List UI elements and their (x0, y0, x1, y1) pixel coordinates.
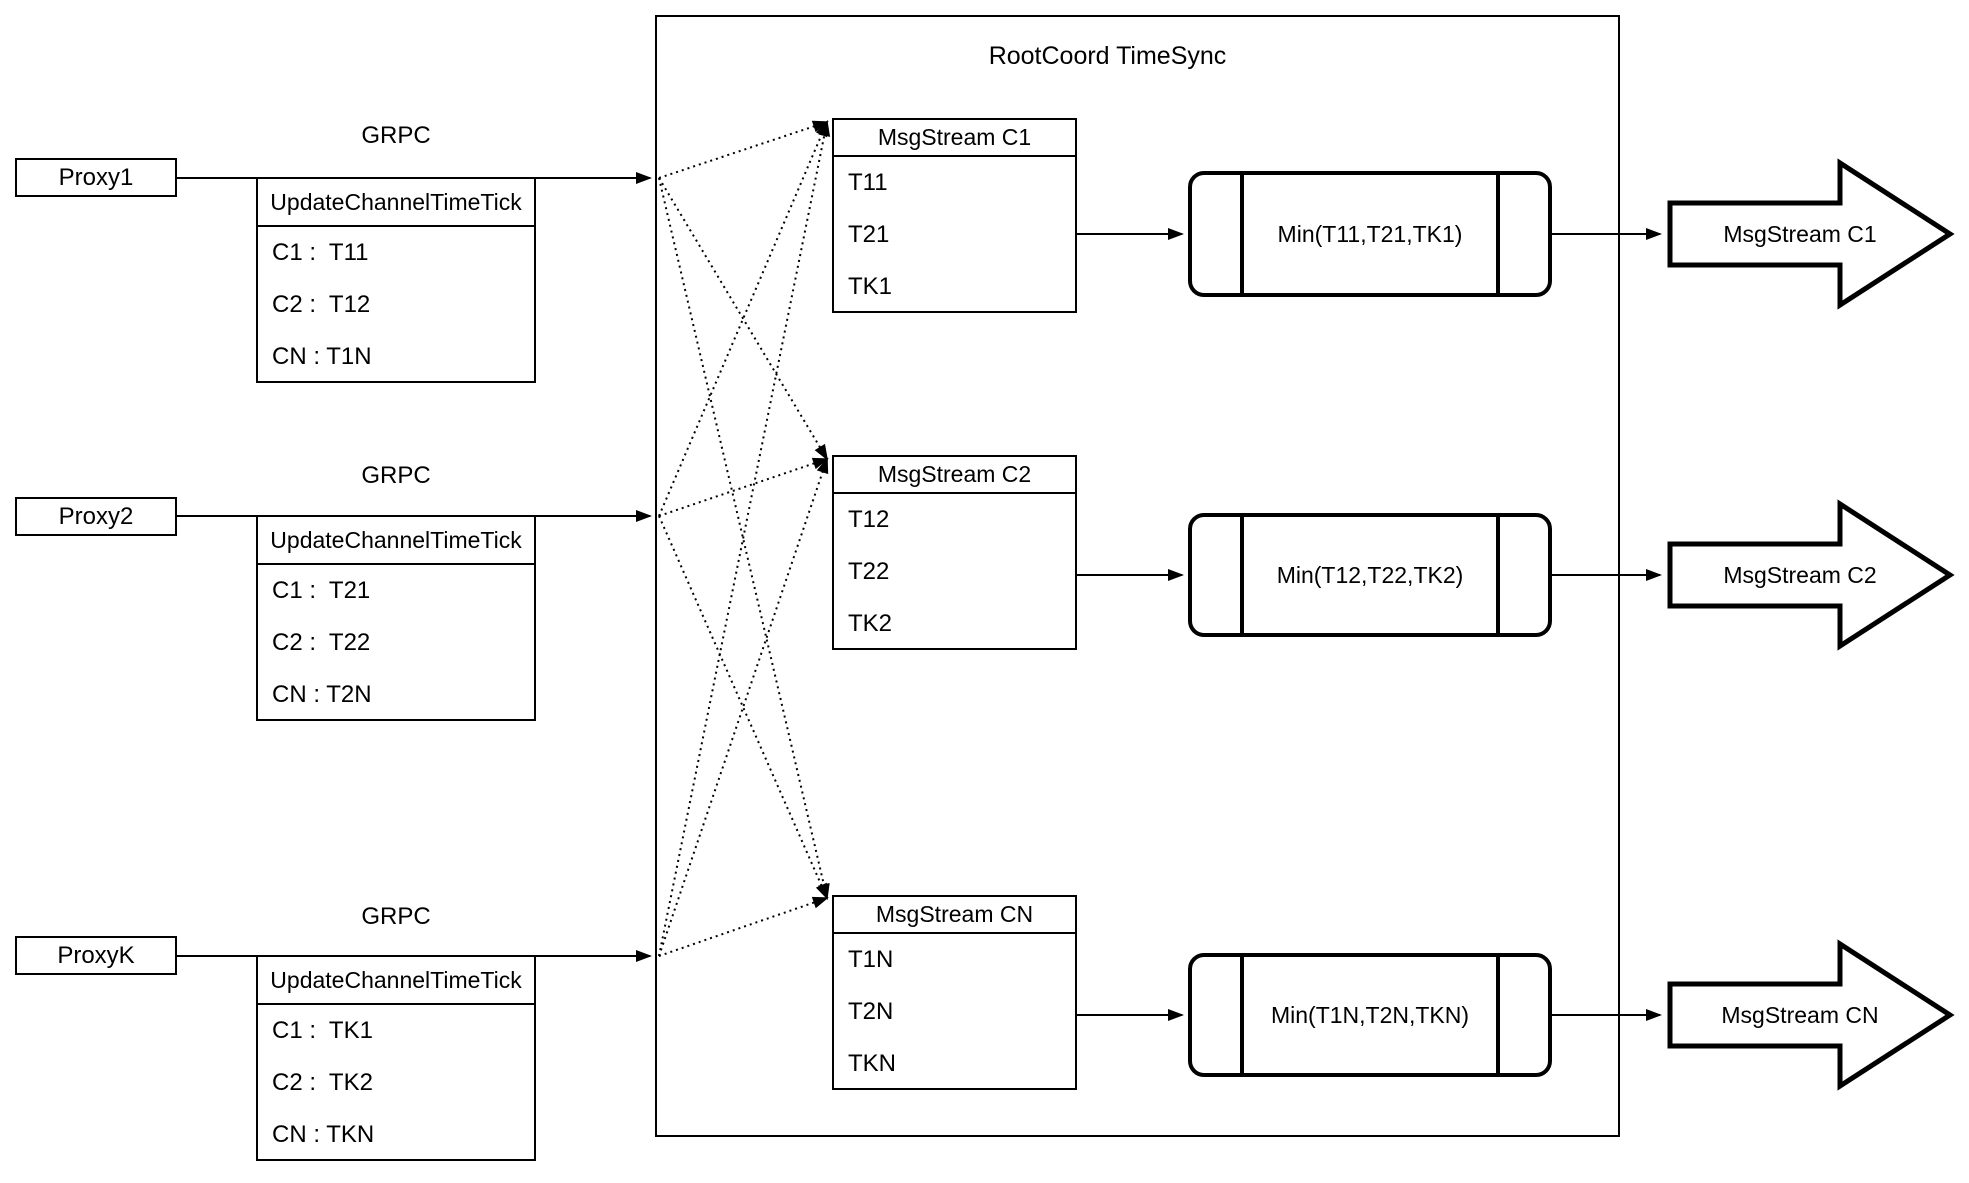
msgstream-output-label: MsgStream C2 (1723, 561, 1877, 588)
table-row: T21 (848, 221, 890, 248)
table-row: TK2 (848, 610, 893, 637)
proxy-box: ProxyK (15, 936, 177, 975)
timetick-fanout-line (658, 120, 831, 957)
msgstream-table: MsgStream C2 T12 T22 TK2 (832, 455, 1077, 650)
table-row: T1N (848, 946, 894, 973)
msgstream-table: MsgStream C1 T11 T21 TK1 (832, 118, 1077, 313)
table-row: T12 (848, 506, 890, 533)
grpc-label: GRPC (361, 122, 431, 149)
table-row: C2 : TK2 (272, 1069, 373, 1096)
msgstream-output-label: MsgStream CN (1721, 1001, 1879, 1028)
proxy-box: Proxy1 (15, 158, 177, 197)
timetick-fanout-line (658, 515, 828, 900)
min-function-label: Min(T11,T21,TK1) (1277, 220, 1463, 247)
msgstream-table: MsgStream CN T1N T2N TKN (832, 895, 1077, 1090)
table-header: UpdateChannelTimeTick (258, 957, 534, 1005)
timetick-fanout-line (658, 177, 829, 461)
table-row: C1 : TK1 (272, 1017, 373, 1044)
table-row: C2 : T12 (272, 291, 371, 318)
min-process-shape (1188, 513, 1552, 637)
table-row: T2N (848, 998, 894, 1025)
proxy-box: Proxy2 (15, 497, 177, 536)
proxy-label: ProxyK (57, 941, 135, 969)
table-row: C1 : T11 (272, 239, 369, 266)
rootcoord-title: RootCoord TimeSync (988, 42, 1227, 70)
timetick-fanout-line (658, 896, 829, 957)
update-channel-timetick-table: UpdateChannelTimeTick C1 : TK1 C2 : TK2 … (256, 955, 536, 1161)
min-process-shape (1188, 953, 1552, 1077)
table-header: MsgStream C1 (834, 120, 1075, 157)
update-channel-timetick-table: UpdateChannelTimeTick C1 : T21 C2 : T22 … (256, 515, 536, 721)
table-row: C2 : T22 (272, 629, 371, 656)
timetick-fanout-line (658, 457, 829, 957)
timetick-fanout-line (658, 120, 828, 517)
table-header: UpdateChannelTimeTick (258, 179, 534, 227)
min-function-label: Min(T1N,T2N,TKN) (1270, 1001, 1470, 1028)
min-process-shape (1188, 171, 1552, 297)
table-row: TKN (848, 1050, 896, 1077)
table-header: MsgStream C2 (834, 457, 1075, 494)
table-row: T22 (848, 558, 890, 585)
update-channel-timetick-table: UpdateChannelTimeTick C1 : T11 C2 : T12 … (256, 177, 536, 383)
msgstream-output-arrow-icon (1667, 499, 1955, 651)
table-header: MsgStream CN (834, 897, 1075, 934)
table-row: CN : T2N (272, 681, 372, 708)
min-function-label: Min(T12,T22,TK2) (1276, 561, 1464, 588)
msgstream-output-arrow-icon (1667, 158, 1955, 310)
table-row: C1 : T21 (272, 577, 371, 604)
table-row: CN : TKN (272, 1121, 375, 1148)
grpc-label: GRPC (361, 462, 431, 489)
table-row: TK1 (848, 273, 893, 300)
table-header: UpdateChannelTimeTick (258, 517, 534, 565)
msgstream-output-arrow-icon (1667, 939, 1955, 1091)
table-row: CN : T1N (272, 343, 372, 370)
proxy-label: Proxy2 (58, 502, 134, 530)
table-row: T11 (848, 169, 888, 196)
timetick-fanout-line (658, 457, 829, 517)
proxy-label: Proxy1 (58, 163, 134, 191)
timetick-fanout-line (658, 120, 829, 179)
msgstream-output-label: MsgStream C1 (1723, 220, 1877, 247)
grpc-label: GRPC (361, 903, 431, 930)
